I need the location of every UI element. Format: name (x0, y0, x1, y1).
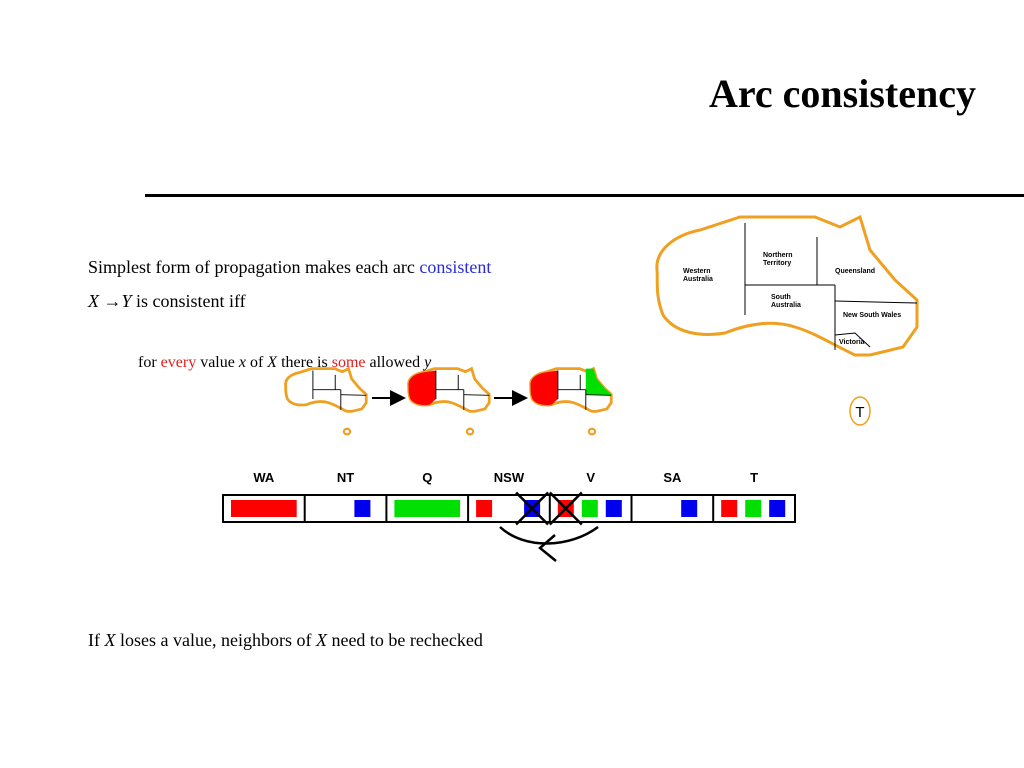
domain-value-t-red (721, 500, 738, 517)
crossed-out-mark-nsw (515, 491, 549, 526)
detail-text: for (138, 354, 161, 371)
title-divider (145, 194, 1024, 197)
label-new-south-wales: New South Wales (843, 312, 901, 319)
detail-text: there is (277, 354, 332, 371)
mini-map-2 (407, 367, 491, 436)
domain-label-nsw: NSW (494, 470, 525, 485)
label-south-australia-2: Australia (771, 302, 801, 309)
detail-text: value (196, 354, 239, 371)
var-x-lower: x (238, 354, 246, 371)
detail-text: allowed (365, 354, 425, 371)
var-x: X (88, 291, 99, 311)
domain-label-wa: WA (253, 470, 275, 485)
definition-line: Simplest form of propagation makes each … (88, 258, 491, 276)
arc-arrow-icon: → (103, 291, 122, 311)
condition-text: is consistent iff (131, 291, 246, 311)
domain-table-frame (222, 494, 796, 523)
domain-label-q: Q (422, 470, 432, 485)
var-x: X (267, 354, 278, 371)
domain-label-nt: NT (337, 470, 354, 485)
var-x: X (104, 630, 116, 650)
domain-value-nt-blue (354, 500, 371, 517)
var-y-lower: y (424, 354, 432, 371)
tasmania-marker: T (849, 396, 871, 426)
domain-value-sa-blue (681, 500, 698, 517)
domain-label-sa: SA (663, 470, 682, 485)
recheck-note: If X loses a value, neighbors of X need … (88, 631, 483, 649)
label-western-australia: Western (683, 268, 711, 275)
var-x: X (315, 630, 327, 650)
label-victoria: Victoria (839, 339, 865, 346)
label-queensland: Queensland (835, 268, 875, 275)
note-text: need to be rechecked (326, 630, 483, 650)
label-northern-territory-2: Territory (763, 260, 791, 267)
domain-label-v: V (586, 470, 595, 485)
consistency-condition-line: X →Y is consistent iff (88, 292, 246, 310)
consistent-term: consistent (419, 257, 492, 277)
label-south-australia: South (771, 294, 791, 301)
domain-value-t-green (745, 500, 762, 517)
var-y: Y (121, 291, 132, 311)
domain-label-t: T (750, 470, 758, 485)
mini-map-3 (529, 367, 613, 436)
domain-table: WA NT Q NSW V SA T (222, 470, 796, 526)
propagation-arc (499, 525, 599, 562)
domain-value-nsw-red (476, 500, 493, 517)
note-text: loses a value, neighbors of (115, 630, 316, 650)
label-western-australia-2: Australia (683, 276, 713, 283)
label-northern-territory: Northern (763, 252, 793, 259)
detail-text: of (245, 354, 268, 371)
domain-value-t-blue (769, 500, 786, 517)
every-term: every (160, 354, 197, 371)
australia-map: Western Australia Northern Territory Que… (655, 215, 919, 357)
domain-value-v-green (581, 500, 598, 517)
label-tasmania: T (855, 404, 864, 421)
domain-value-wa-red (231, 500, 297, 517)
slide-title: Arc consistency (709, 71, 976, 116)
domain-value-q-green (394, 500, 461, 517)
mini-map-1 (284, 367, 368, 436)
definition-text: Simplest form of propagation makes each … (88, 257, 420, 277)
crossed-out-mark-v (548, 491, 583, 526)
domain-value-v-blue (605, 500, 622, 517)
note-text: If (88, 630, 105, 650)
condition-detail-line: for every value x of X there is some all… (138, 355, 431, 371)
some-term: some (331, 354, 366, 371)
